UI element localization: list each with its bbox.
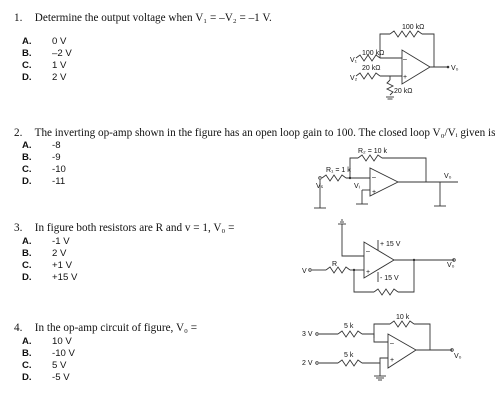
- op-amp-triangle: [369, 167, 400, 197]
- question-4-number: 4.: [14, 322, 23, 334]
- v1-label: V₁: [350, 57, 358, 64]
- op-amp-triangle: [363, 241, 395, 279]
- question-2-number: 2.: [14, 127, 23, 139]
- r1-label: 100 kΩ: [362, 50, 384, 57]
- r2-label: R₂ = 10 k: [358, 148, 387, 155]
- v1-label: 3 V: [302, 331, 313, 338]
- minus-terminal: –: [372, 174, 376, 181]
- output-label: V₀: [444, 173, 452, 180]
- op-amp-triangle: [387, 333, 417, 369]
- question-1-number: 1.: [14, 12, 23, 24]
- input-resistor-2: [355, 72, 381, 80]
- input-resistor: [325, 266, 351, 274]
- minus-terminal: –: [366, 248, 370, 255]
- plus-terminal: +: [366, 269, 370, 276]
- vin-label: V: [302, 268, 307, 275]
- minus-terminal: –: [390, 340, 394, 347]
- output-label: V₀: [451, 65, 459, 72]
- feedback-resistor: [373, 288, 399, 296]
- question-3-text: In figure both resistors are R and v = 1…: [34, 222, 235, 234]
- feedback-resistor: [389, 320, 415, 328]
- pos-supply-label: + 15 V: [380, 241, 401, 248]
- question-1-title: 1. Determine the output voltage when V₁ …: [14, 12, 272, 24]
- input-resistor-2: [337, 359, 363, 367]
- r1-label: R₁ = 1 k: [326, 167, 351, 174]
- output-label: V₀: [454, 353, 462, 360]
- r2-label: 20 kΩ: [362, 65, 380, 72]
- plus-terminal: +: [372, 189, 376, 196]
- input-resistor-1: [355, 54, 381, 62]
- circuit-diagram-4: 10 k 3 V 5 k 2 V 5 k – + V₀: [302, 314, 462, 381]
- question-3-number: 3.: [14, 222, 23, 234]
- r1-label: 5 k: [344, 323, 354, 330]
- ground-resistor: [385, 79, 395, 96]
- question-1-text: Determine the output voltage when V₁ = –…: [34, 12, 272, 24]
- rf-label: 100 kΩ: [402, 24, 424, 31]
- question-2-title: 2. The inverting op-amp shown in the fig…: [14, 127, 495, 139]
- r2-label: 5 k: [344, 352, 354, 359]
- question-2-text: The inverting op-amp shown in the figure…: [34, 127, 495, 139]
- v2-label: 2 V: [302, 360, 313, 367]
- circuit-diagram-3: – + + 15 V - 15 V V R V₀: [302, 219, 456, 296]
- minus-terminal: –: [403, 56, 407, 63]
- r-label: R: [332, 261, 337, 268]
- rf-label: 10 k: [396, 314, 410, 321]
- output-label: V₀: [447, 262, 455, 269]
- neg-supply-label: - 15 V: [380, 275, 399, 282]
- op-amp-triangle: [401, 49, 431, 85]
- circuit-diagram-2: R₂ = 10 k R₁ = 1 k Vₛ Vᵢ – + V₀: [314, 148, 458, 209]
- circuit-diagram-1: 100 kΩ – + V₀ 100 kΩ V₁ 20 kΩ V₂ 20 kΩ: [350, 24, 459, 100]
- feedback-resistor: [357, 154, 383, 162]
- question-3-title: 3. In figure both resistors are R and v …: [14, 222, 234, 234]
- v2-label: V₂: [350, 75, 358, 82]
- plus-terminal: +: [390, 357, 394, 364]
- r3-label: 20 kΩ: [394, 88, 412, 95]
- feedback-resistor: [389, 30, 423, 38]
- input-resistor-1: [337, 330, 363, 338]
- plus-terminal: +: [403, 74, 407, 81]
- question-4-title: 4. In the op-amp circuit of figure, V₀ =: [14, 322, 197, 334]
- input-resistor: [321, 174, 347, 182]
- question-4-text: In the op-amp circuit of figure, V₀ =: [34, 322, 198, 334]
- vi-label: Vᵢ: [354, 183, 360, 190]
